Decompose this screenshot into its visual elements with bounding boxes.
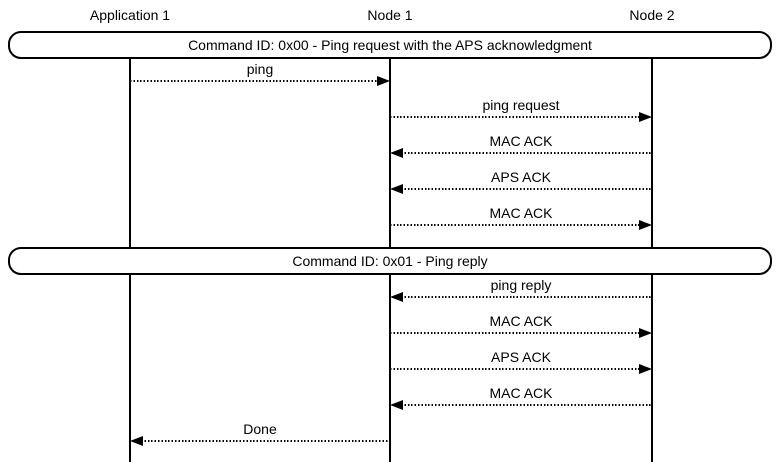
- message-line: [401, 296, 652, 298]
- message-line: [390, 368, 641, 370]
- message-label: MAC ACK: [489, 205, 553, 221]
- message-label: MAC ACK: [489, 385, 553, 401]
- message-arrowhead-icon: [639, 111, 652, 122]
- message-line: [130, 80, 379, 82]
- message-line: [141, 440, 390, 442]
- message-line: [390, 224, 641, 226]
- message-label: MAC ACK: [489, 133, 553, 149]
- message-line: [401, 152, 652, 154]
- message-label: ping: [246, 61, 274, 77]
- message-line: [401, 404, 652, 406]
- message-arrowhead-icon: [639, 219, 652, 230]
- message-label: MAC ACK: [489, 313, 553, 329]
- message-label: APS ACK: [491, 169, 551, 185]
- message-line: [401, 188, 652, 190]
- message-label: ping request: [482, 97, 560, 113]
- actor-label: Node 1: [367, 7, 413, 23]
- message-arrowhead-icon: [639, 327, 652, 338]
- actor-label: Application 1: [89, 7, 171, 23]
- message-arrowhead-icon: [390, 291, 403, 302]
- message-arrowhead-icon: [639, 363, 652, 374]
- message-line: [390, 332, 641, 334]
- message-arrowhead-icon: [390, 147, 403, 158]
- command-banner: Command ID: 0x00 - Ping request with the…: [8, 31, 772, 59]
- message-arrowhead-icon: [377, 75, 390, 86]
- message-arrowhead-icon: [130, 435, 143, 446]
- message-arrowhead-icon: [390, 183, 403, 194]
- command-banner: Command ID: 0x01 - Ping reply: [8, 247, 772, 275]
- actor-label: Node 2: [629, 7, 675, 23]
- message-label: ping reply: [490, 277, 552, 293]
- message-label: APS ACK: [491, 349, 551, 365]
- message-arrowhead-icon: [390, 399, 403, 410]
- message-line: [390, 116, 641, 118]
- message-label: Done: [243, 421, 277, 437]
